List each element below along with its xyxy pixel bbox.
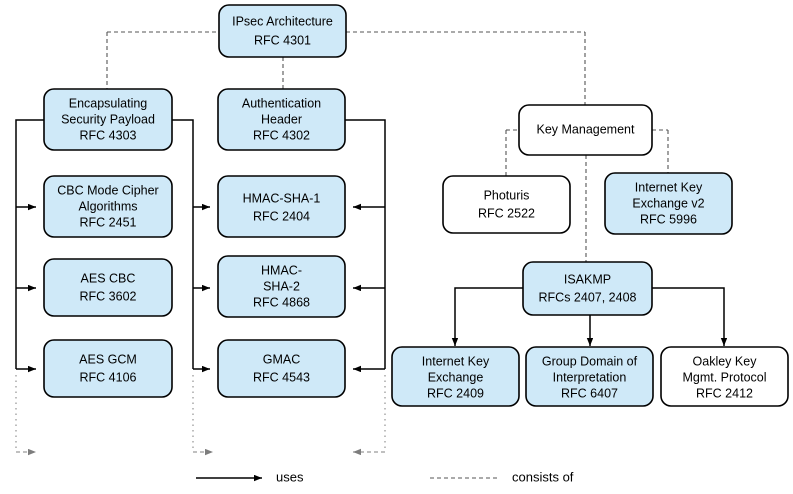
node-aes-gcm[interactable]: AES GCM RFC 4106 [43,339,173,398]
node-gmac-shape[interactable] [217,339,346,398]
edge-ah-right-bus [345,119,386,369]
node-encapsulating-security-payload-line-1: Encapsulating [69,96,148,110]
node-cbc-mode-cipher-algorithms-line-1: CBC Mode Cipher [57,183,158,197]
node-oakley-key-mgmt-protocol-shape[interactable] [660,346,789,407]
edge-group-esp-right-bus [172,119,213,456]
edge-group-consists-of-key-management [505,129,669,262]
node-oakley-key-mgmt-protocol-line-3: RFC 2412 [696,386,753,400]
edge-esp-left-bus [15,119,44,369]
legend-uses-label: uses [276,469,304,484]
node-isakmp[interactable]: ISAKMP RFCs 2407, 2408 [522,261,653,316]
node-photuris-line-1: Photuris [484,188,530,202]
node-aes-gcm-shape[interactable] [43,339,173,398]
node-cbc-mode-cipher-algorithms-shape[interactable] [43,175,173,238]
node-gmac[interactable]: GMAC RFC 4543 [217,339,346,398]
node-aes-cbc-line-2: RFC 3602 [80,289,137,303]
node-aes-cbc-shape[interactable] [43,258,173,317]
node-key-management-shape[interactable] [518,104,653,156]
node-group-domain-of-interpretation-line-2: Interpretation [553,370,627,384]
node-ipsec-architecture-line-2: RFC 4301 [254,33,311,47]
node-key-management-line-1: Key Management [537,122,636,136]
node-isakmp-shape[interactable] [522,261,653,316]
node-gmac-line-2: RFC 4543 [253,370,310,384]
node-authentication-header-line-1: Authentication [242,96,321,110]
node-authentication-header-line-3: RFC 4302 [253,128,310,142]
node-encapsulating-security-payload[interactable]: Encapsulating Security Payload RFC 4303 [43,88,173,151]
node-encapsulating-security-payload-line-2: Security Payload [61,112,155,126]
node-hmac-sha-2[interactable]: HMAC- SHA-2 RFC 4868 [217,255,346,318]
node-authentication-header[interactable]: Authentication Header RFC 4302 [217,88,346,151]
node-internet-key-exchange-shape[interactable] [391,346,520,407]
node-group-domain-of-interpretation-line-1: Group Domain of [542,354,638,368]
node-internet-key-exchange-line-3: RFC 2409 [427,386,484,400]
node-internet-key-exchange-v2-line-1: Internet Key [635,180,703,194]
node-hmac-sha-2-shape[interactable] [217,255,346,318]
node-authentication-header-shape[interactable] [217,88,346,151]
node-oakley-key-mgmt-protocol[interactable]: Oakley Key Mgmt. Protocol RFC 2412 [660,346,789,407]
node-key-management[interactable]: Key Management [518,104,653,156]
edge-group-consists-of-root [106,31,586,105]
node-authentication-header-line-2: Header [261,112,302,126]
node-internet-key-exchange-v2-line-2: Exchange v2 [632,196,704,210]
node-internet-key-exchange-v2-line-3: RFC 5996 [640,212,697,226]
node-ipsec-architecture-shape[interactable] [218,4,347,58]
edge-isakmp-to-internet-key-exchange [451,287,523,346]
node-internet-key-exchange-v2-shape[interactable] [604,172,733,235]
edge-group-esp-left-bus [15,119,44,456]
node-hmac-sha-2-line-3: RFC 4868 [253,295,310,309]
node-hmac-sha-2-line-2: SHA-2 [263,279,300,293]
node-aes-gcm-line-1: AES GCM [79,352,137,366]
node-oakley-key-mgmt-protocol-line-2: Mgmt. Protocol [682,370,766,384]
node-hmac-sha-1-shape[interactable] [217,175,346,238]
legend-consists-of-label: consists of [512,469,574,484]
node-isakmp-line-1: ISAKMP [564,272,611,286]
edge-group-isakmp-children [451,287,728,346]
node-group-domain-of-interpretation-line-3: RFC 6407 [561,386,618,400]
node-internet-key-exchange-line-1: Internet Key [422,354,490,368]
node-isakmp-line-2: RFCs 2407, 2408 [539,290,637,304]
node-photuris-line-2: RFC 2522 [478,206,535,220]
node-photuris-shape[interactable] [442,175,571,234]
node-internet-key-exchange-v2[interactable]: Internet Key Exchange v2 RFC 5996 [604,172,733,235]
edge-esp-right-bus [172,119,194,369]
node-hmac-sha-2-line-1: HMAC- [261,263,302,277]
node-ipsec-architecture[interactable]: IPsec Architecture RFC 4301 [218,4,347,58]
node-photuris[interactable]: Photuris RFC 2522 [442,175,571,234]
legend: uses consists of [196,469,574,484]
node-hmac-sha-1-line-1: HMAC-SHA-1 [243,191,321,205]
node-group-domain-of-interpretation-shape[interactable] [525,346,654,407]
node-encapsulating-security-payload-shape[interactable] [43,88,173,151]
node-hmac-sha-1[interactable]: HMAC-SHA-1 RFC 2404 [217,175,346,238]
node-internet-key-exchange-line-2: Exchange [428,370,484,384]
node-cbc-mode-cipher-algorithms-line-2: Algorithms [78,199,137,213]
node-ipsec-architecture-line-1: IPsec Architecture [232,14,333,28]
edge-group-ah-right-bus [345,119,386,456]
node-cbc-mode-cipher-algorithms[interactable]: CBC Mode Cipher Algorithms RFC 2451 [43,175,173,238]
node-oakley-key-mgmt-protocol-line-1: Oakley Key [693,354,758,368]
node-internet-key-exchange[interactable]: Internet Key Exchange RFC 2409 [391,346,520,407]
node-hmac-sha-1-line-2: RFC 2404 [253,209,310,223]
node-aes-cbc-line-1: AES CBC [81,271,136,285]
node-cbc-mode-cipher-algorithms-line-3: RFC 2451 [80,215,137,229]
node-encapsulating-security-payload-line-3: RFC 4303 [80,128,137,142]
node-aes-gcm-line-2: RFC 4106 [80,370,137,384]
node-group-domain-of-interpretation[interactable]: Group Domain of Interpretation RFC 6407 [525,346,654,407]
edge-isakmp-to-oakley-key-mgmt-protocol [652,287,728,346]
node-aes-cbc[interactable]: AES CBC RFC 3602 [43,258,173,317]
node-gmac-line-1: GMAC [263,352,301,366]
